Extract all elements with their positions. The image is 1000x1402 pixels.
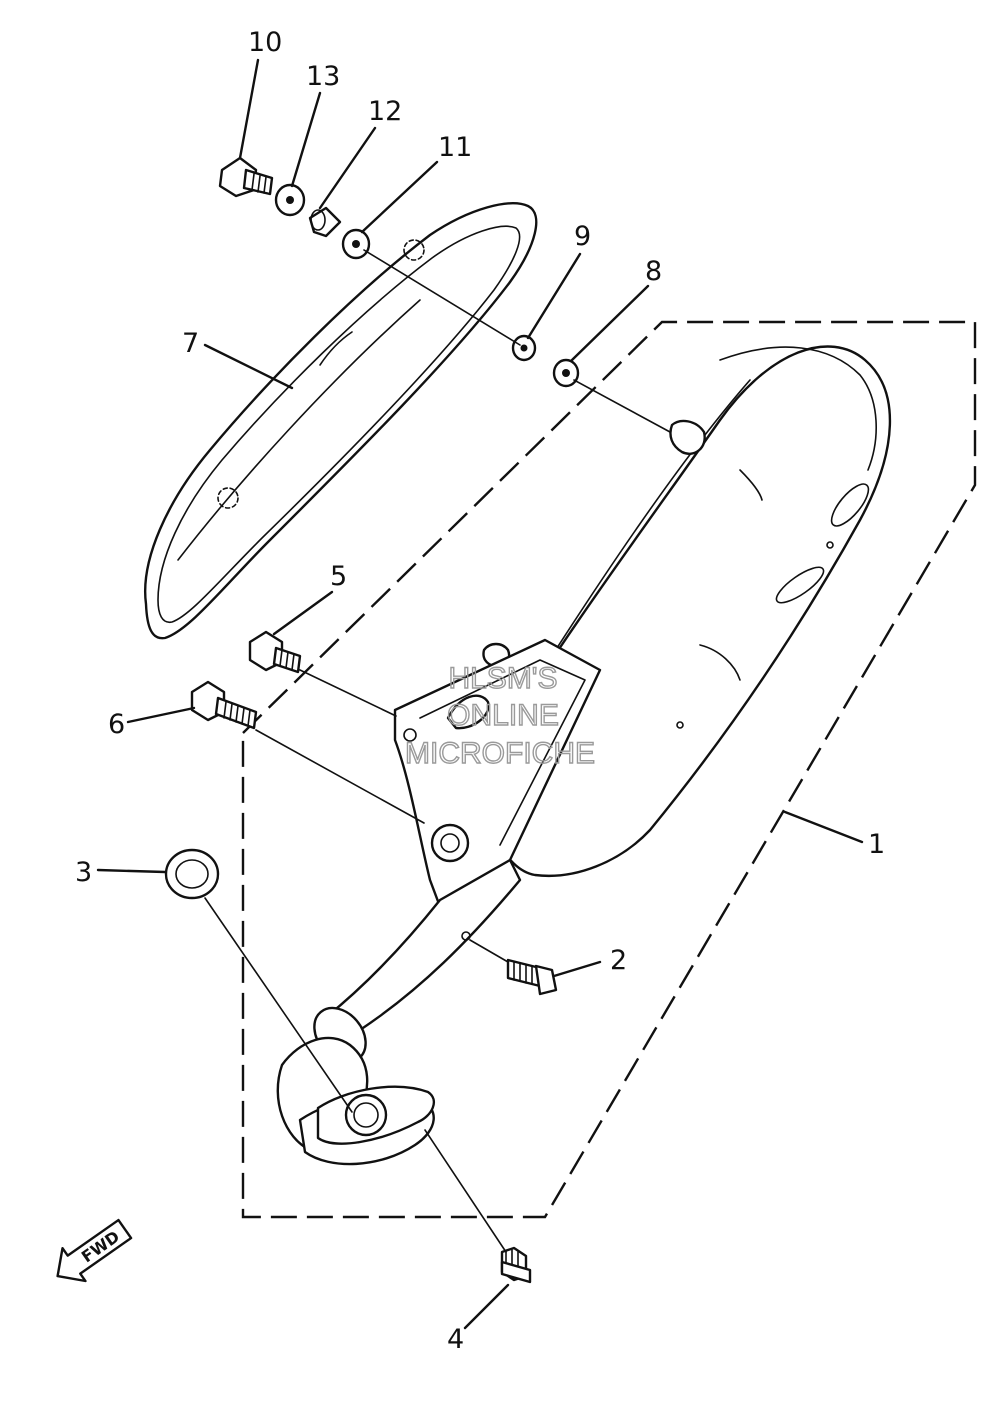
watermark-line-1: HLSM'S xyxy=(448,662,557,695)
forward-arrow-icon: FWD xyxy=(56,1218,133,1283)
muffler-body xyxy=(482,345,892,877)
callout-9: 9 xyxy=(574,221,591,252)
washer-part-13 xyxy=(274,183,306,217)
callout-10: 10 xyxy=(248,27,282,58)
watermark: HLSM'S ONLINE MICROFICHE xyxy=(404,661,595,770)
bolt-part-5 xyxy=(248,630,302,674)
bolt-part-6 xyxy=(190,680,258,730)
watermark-line-2: ONLINE xyxy=(447,699,559,732)
callout-5: 5 xyxy=(330,561,347,592)
watermark-line-3: MICROFICHE xyxy=(405,737,595,770)
callout-6: 6 xyxy=(108,709,125,740)
bolt-part-10 xyxy=(218,156,274,198)
washer-part-9 xyxy=(511,334,537,362)
leader-lines xyxy=(96,58,864,1330)
gasket-part xyxy=(164,848,220,900)
heat-shield xyxy=(144,202,538,640)
callout-4: 4 xyxy=(447,1324,464,1355)
callout-3: 3 xyxy=(75,857,92,888)
callout-11: 11 xyxy=(438,132,472,163)
callout-13: 13 xyxy=(306,61,340,92)
callout-2: 2 xyxy=(610,945,627,976)
callout-12: 12 xyxy=(368,96,402,127)
callout-7: 7 xyxy=(182,328,199,359)
bolt-part-4 xyxy=(500,1246,532,1284)
washer-part-8 xyxy=(552,358,580,388)
assembly-boundary xyxy=(241,320,977,1219)
callout-1: 1 xyxy=(868,829,885,860)
exhaust-pipe xyxy=(276,638,602,1166)
collar-part-12 xyxy=(308,206,342,238)
callout-labels: 10 13 12 11 9 8 7 5 6 3 2 1 4 xyxy=(75,27,885,1355)
damper-part-11 xyxy=(341,228,371,260)
callout-8: 8 xyxy=(645,256,662,287)
screw-part-2 xyxy=(461,931,558,996)
